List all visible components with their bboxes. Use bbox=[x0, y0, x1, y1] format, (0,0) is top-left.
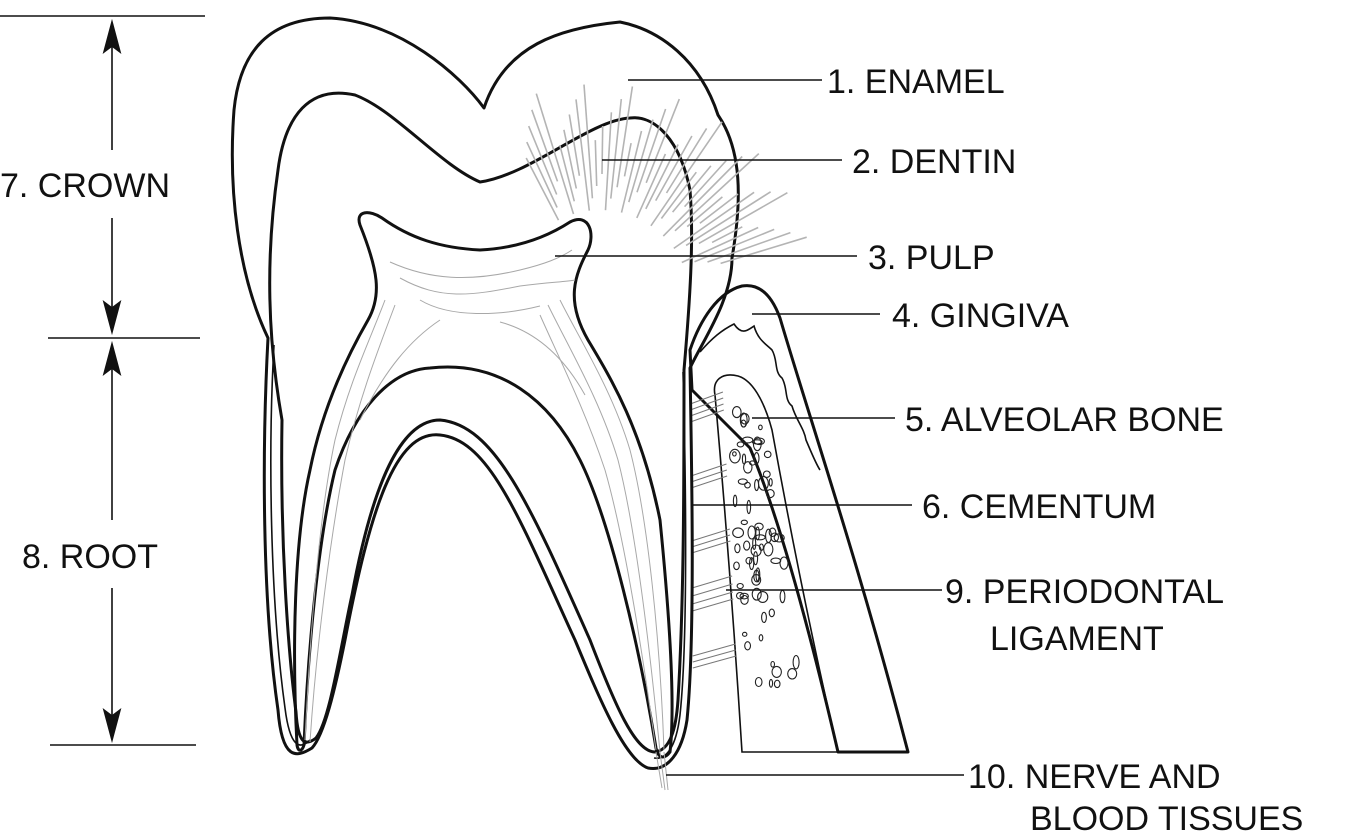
label-periodontal-ligament-line2: LIGAMENT bbox=[990, 620, 1164, 658]
bone-pore bbox=[753, 538, 756, 550]
dentin-tubule bbox=[569, 115, 579, 176]
bone-pore bbox=[769, 609, 774, 617]
bone-pore bbox=[737, 442, 744, 447]
dentin-tubule bbox=[576, 99, 589, 210]
bone-pore bbox=[788, 669, 797, 679]
bone-pore bbox=[754, 552, 758, 565]
ligament-fiber bbox=[690, 398, 723, 410]
bone-pore bbox=[745, 642, 751, 650]
bone-pore bbox=[734, 562, 740, 570]
dentin-tubule bbox=[708, 233, 791, 262]
dentin-tubules bbox=[526, 85, 807, 264]
bone-pore bbox=[769, 479, 772, 487]
bone-pore bbox=[737, 584, 743, 589]
bone-pore bbox=[741, 414, 749, 424]
bone-pore bbox=[744, 541, 750, 550]
bone-pore bbox=[771, 558, 781, 563]
bone-pore bbox=[769, 679, 772, 687]
label-root: 8. ROOT bbox=[22, 538, 158, 576]
bone-pore bbox=[758, 592, 768, 603]
alveolar-bone-pores bbox=[730, 407, 799, 688]
bone-pore bbox=[759, 635, 763, 641]
nerve-fibers bbox=[305, 250, 668, 790]
ligament-fiber bbox=[692, 535, 730, 547]
dentin-tubule bbox=[663, 157, 742, 237]
bone-pore bbox=[764, 543, 773, 556]
ligament-fiber bbox=[692, 541, 731, 553]
bone-pore bbox=[793, 656, 799, 669]
pulp-shape bbox=[295, 213, 673, 757]
label-dentin: 2. DENTIN bbox=[852, 143, 1016, 181]
label-cementum: 6. CEMENTUM bbox=[922, 488, 1156, 526]
bone-pore bbox=[738, 479, 747, 484]
label-nerve-line2: BLOOD TISSUES bbox=[1030, 800, 1303, 835]
label-gingiva: 4. GINGIVA bbox=[892, 297, 1069, 335]
label-enamel: 1. ENAMEL bbox=[827, 63, 1005, 101]
dentin-tubule bbox=[529, 126, 557, 194]
dimension-markers bbox=[0, 16, 205, 745]
label-crown: 7. CROWN bbox=[0, 167, 170, 205]
label-periodontal-ligament-line1: 9. PERIODONTAL bbox=[945, 573, 1224, 611]
bone-pore bbox=[780, 590, 785, 602]
label-nerve-line1: 10. NERVE AND bbox=[968, 758, 1221, 796]
label-pulp: 3. PULP bbox=[868, 239, 995, 277]
bone-pore bbox=[755, 678, 762, 687]
ligament-fiber bbox=[692, 599, 733, 611]
bone-pore bbox=[762, 612, 767, 622]
bone-pore bbox=[743, 632, 747, 636]
bone-pore bbox=[747, 500, 751, 513]
bone-pore bbox=[741, 596, 748, 605]
bone-pore bbox=[733, 452, 737, 456]
bone-pore bbox=[742, 454, 745, 464]
label-alveolar-bone: 5. ALVEOLAR BONE bbox=[905, 401, 1224, 439]
dentin-tubule bbox=[602, 126, 603, 174]
leader-lines bbox=[555, 80, 964, 775]
bone-pore bbox=[741, 520, 747, 524]
ligament-fiber bbox=[693, 656, 736, 668]
bone-pore bbox=[751, 545, 761, 556]
dentin-tubule bbox=[637, 154, 666, 218]
ligament-fiber bbox=[692, 529, 730, 541]
ligament-fiber bbox=[693, 644, 736, 656]
ligament-fiber bbox=[693, 650, 736, 662]
dentin-tubule bbox=[712, 227, 742, 243]
dentin-tubule bbox=[646, 99, 679, 183]
bone-pore bbox=[771, 662, 775, 668]
bone-pore bbox=[745, 482, 751, 488]
bone-pore bbox=[755, 480, 759, 491]
bone-pore bbox=[780, 557, 788, 569]
dentin-tubule bbox=[651, 122, 722, 226]
bone-pore bbox=[759, 425, 763, 430]
dentin-tubule bbox=[700, 194, 738, 223]
bone-pore bbox=[746, 558, 752, 564]
dentin-tubule bbox=[611, 99, 622, 199]
periodontal-ligament-fibers bbox=[690, 392, 736, 668]
bone-pore bbox=[772, 666, 781, 677]
dentin-tubule bbox=[536, 94, 573, 214]
dentin-tubule bbox=[595, 140, 596, 186]
bone-pore bbox=[733, 407, 742, 418]
bone-pore bbox=[735, 544, 740, 553]
gingiva-shape bbox=[690, 286, 908, 752]
bone-pore bbox=[764, 451, 771, 457]
dentin-shape bbox=[270, 93, 692, 752]
bone-pore bbox=[748, 526, 755, 539]
bone-pore bbox=[733, 528, 744, 538]
bone-pore bbox=[774, 680, 780, 687]
